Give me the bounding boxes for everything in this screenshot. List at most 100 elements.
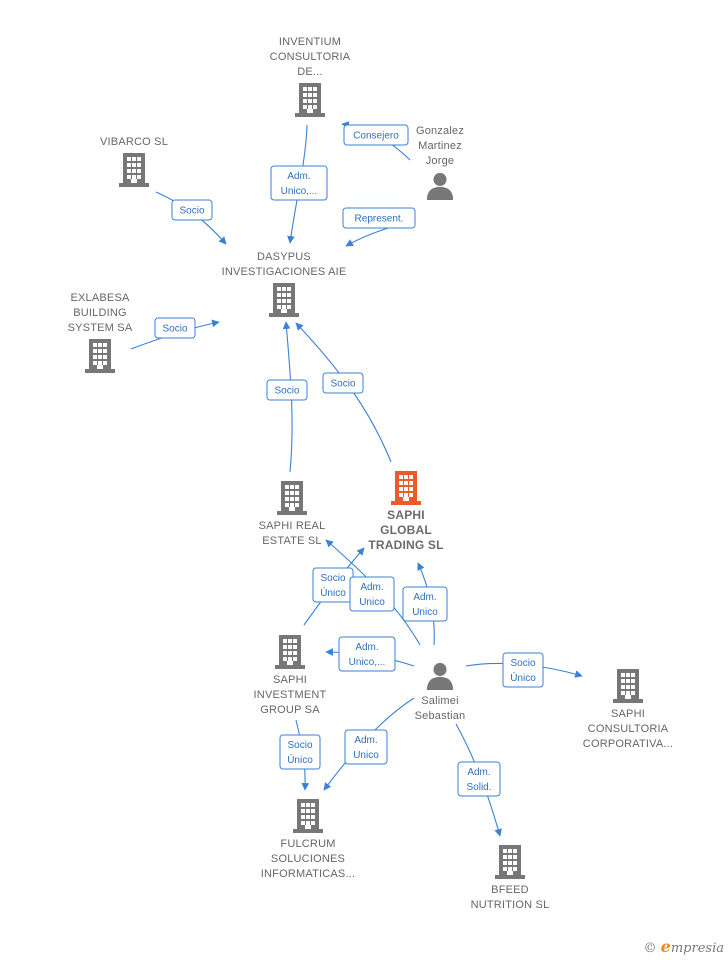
footer-brand: © empresia	[644, 937, 724, 956]
node-label-line: VIBARCO SL	[100, 136, 168, 148]
edge-badge-e11[interactable]: Adm. Unico,...	[338, 636, 396, 672]
badge-label: Unico	[353, 750, 379, 761]
edge-badge-e2[interactable]: Consejero	[343, 124, 409, 146]
badge-label: Socio	[179, 206, 204, 217]
edge-badge-e6[interactable]: Socio	[266, 379, 308, 401]
building-icon[interactable]	[277, 481, 307, 515]
badge-box[interactable]	[344, 729, 388, 765]
badge-label: Adm.	[360, 582, 383, 593]
edge-badge-e1[interactable]: Adm.Unico,...	[270, 165, 328, 201]
node-label-line: INFORMATICAS...	[261, 868, 355, 880]
badge-label: Socio	[330, 379, 355, 390]
badge-label: Único	[287, 753, 313, 766]
badge-box[interactable]	[266, 379, 308, 401]
building-icon[interactable]	[119, 153, 149, 187]
edge-badge-e5[interactable]: Socio	[154, 317, 196, 339]
badge-box[interactable]	[154, 317, 196, 339]
badge-label: Socio	[320, 573, 345, 584]
edge-badge-e3[interactable]: Represent.	[342, 207, 416, 229]
badge-label: Socio	[287, 740, 312, 751]
node-label-line: GROUP SA	[260, 704, 320, 716]
badge-label: Único	[320, 586, 346, 599]
badge-box[interactable]	[270, 165, 328, 201]
edge-badge-e9[interactable]: Adm.Unico	[349, 576, 395, 612]
node-label-line: Martinez	[418, 140, 462, 152]
node-label-line: Jorge	[426, 155, 455, 167]
building-icon[interactable]	[613, 669, 643, 703]
node-label-line: SAPHI REAL	[259, 520, 326, 532]
badge-label: Solid.	[466, 782, 491, 793]
node-label-line: INVENTIUM	[279, 36, 341, 48]
building-icon[interactable]	[391, 471, 421, 505]
brand-initial: e	[660, 937, 671, 956]
node-dasypus[interactable]: DASYPUS INVESTIGACIONES AIE	[222, 251, 347, 317]
badge-box[interactable]	[502, 652, 544, 688]
node-label-line: Gonzalez	[416, 125, 464, 137]
person-icon[interactable]	[426, 662, 454, 690]
node-fulcrum[interactable]: FULCRUM SOLUCIONES INFORMATICAS...	[261, 799, 355, 880]
building-icon[interactable]	[495, 845, 525, 879]
node-label-line: SOLUCIONES	[271, 853, 345, 865]
node-label-line: BFEED	[491, 884, 529, 896]
node-label-line: SAPHI	[273, 674, 307, 686]
node-label-line: CORPORATIVA...	[583, 738, 673, 750]
badge-label: Represent.	[355, 214, 404, 225]
edge-badge-e15[interactable]: Adm.Solid.	[457, 761, 501, 797]
badge-box[interactable]	[338, 636, 396, 672]
node-inventium[interactable]: INVENTIUMCONSULTORIADE...	[270, 36, 351, 117]
building-icon[interactable]	[293, 799, 323, 833]
node-label-line: GLOBAL	[380, 523, 432, 537]
badge-label: Socio	[274, 386, 299, 397]
edge-badge-e14[interactable]: Adm.Unico	[344, 729, 388, 765]
building-icon[interactable]	[295, 83, 325, 117]
node-label-line: SAPHI	[387, 508, 425, 522]
badge-label: Adm.	[355, 642, 378, 653]
badge-label: Adm.	[287, 171, 310, 182]
badge-label: Socio	[162, 324, 187, 335]
node-saphi-consult[interactable]: SAPHICONSULTORIACORPORATIVA...	[583, 669, 673, 750]
edges-layer	[130, 121, 583, 837]
node-label-line: FULCRUM	[280, 838, 335, 850]
building-icon[interactable]	[85, 339, 115, 373]
node-label-line: INVESTIGACIONES AIE	[222, 266, 347, 278]
badge-label: Consejero	[353, 131, 399, 142]
badge-label: Único	[510, 671, 536, 684]
node-saphi-invest[interactable]: SAPHI INVESTMENT GROUP SA	[254, 635, 327, 716]
badge-box[interactable]	[342, 207, 416, 229]
badge-box[interactable]	[322, 372, 364, 394]
node-vibarco[interactable]: VIBARCO SL	[100, 136, 168, 187]
building-icon[interactable]	[275, 635, 305, 669]
node-label-line: DASYPUS	[257, 251, 311, 263]
edge-badge-e10[interactable]: Adm.Unico	[402, 586, 448, 622]
node-label-line: TRADING SL	[368, 538, 443, 552]
badge-label: Socio	[510, 658, 535, 669]
badge-box[interactable]	[343, 124, 409, 146]
node-label-line: EXLABESA	[70, 292, 130, 304]
badge-box[interactable]	[402, 586, 448, 622]
badge-box[interactable]	[279, 734, 321, 770]
edge-badge-e7[interactable]: Socio	[322, 372, 364, 394]
badges-layer: Adm.Unico,...ConsejeroRepresent.SocioSoc…	[154, 124, 544, 797]
node-label-line: INVESTMENT	[254, 689, 327, 701]
person-icon[interactable]	[426, 172, 454, 200]
badge-box[interactable]	[171, 199, 213, 221]
edge-badge-e4[interactable]: Socio	[171, 199, 213, 221]
badge-box[interactable]	[457, 761, 501, 797]
badge-box[interactable]	[349, 576, 395, 612]
brand-name: mpresia	[670, 941, 724, 956]
copyright-icon: ©	[643, 941, 657, 956]
building-icon[interactable]	[269, 283, 299, 317]
badge-label: Unico,...	[349, 657, 386, 668]
node-label-line: DE...	[297, 66, 322, 78]
